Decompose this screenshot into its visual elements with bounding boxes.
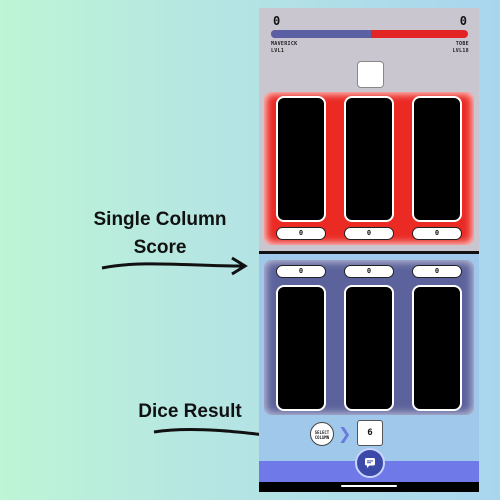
opponent-board: 0 0 0 [264, 92, 474, 245]
player-column-1[interactable] [276, 285, 326, 411]
annotation-dice-label: Dice Result [138, 401, 242, 422]
opponent-column-score: 0 [344, 227, 394, 240]
chat-button[interactable] [355, 448, 385, 478]
player-column-3[interactable] [412, 285, 462, 411]
opponent-level: LVL18 [452, 48, 469, 54]
divider [259, 251, 479, 254]
home-indicator [341, 485, 397, 487]
player-column-score: 0 [276, 265, 326, 278]
player-column-score: 0 [344, 265, 394, 278]
annotation-dice-result: Dice Result [100, 398, 280, 426]
player-total-score: 0 [273, 14, 281, 28]
select-column-hint: SELECT COLUMN [310, 422, 334, 446]
health-bar [271, 30, 468, 38]
opponent-column-3 [412, 96, 462, 222]
chat-bubble-icon [365, 458, 375, 468]
home-indicator-bar [259, 482, 479, 492]
player-health-fill [271, 30, 372, 38]
arrow-icon [101, 256, 248, 276]
player-column-2[interactable] [344, 285, 394, 411]
dice-result: 6 [357, 420, 383, 446]
opponent-total-score: 0 [459, 14, 467, 28]
opponent-dice [357, 61, 384, 88]
annotation-line-1: Single Column [93, 209, 227, 230]
score-header: 0 0 MAVERICK TOBE LVL1 LVL18 [259, 8, 479, 92]
player-board: 0 0 0 [264, 260, 474, 415]
opponent-column-score: 0 [412, 227, 462, 240]
opponent-column-1 [276, 96, 326, 222]
player-column-score: 0 [412, 265, 462, 278]
annotation-line-2: Score [133, 237, 187, 258]
game-screen: 0 0 MAVERICK TOBE LVL1 LVL18 0 0 0 0 0 0… [259, 8, 479, 492]
chevron-right-icon: ❯ [338, 424, 352, 443]
player-level: LVL1 [271, 48, 285, 54]
opponent-column-score: 0 [276, 227, 326, 240]
annotation-single-column-score: Single Column Score [60, 206, 260, 262]
opponent-name: TOBE [455, 41, 469, 47]
player-name: MAVERICK [271, 41, 298, 47]
opponent-column-2 [344, 96, 394, 222]
